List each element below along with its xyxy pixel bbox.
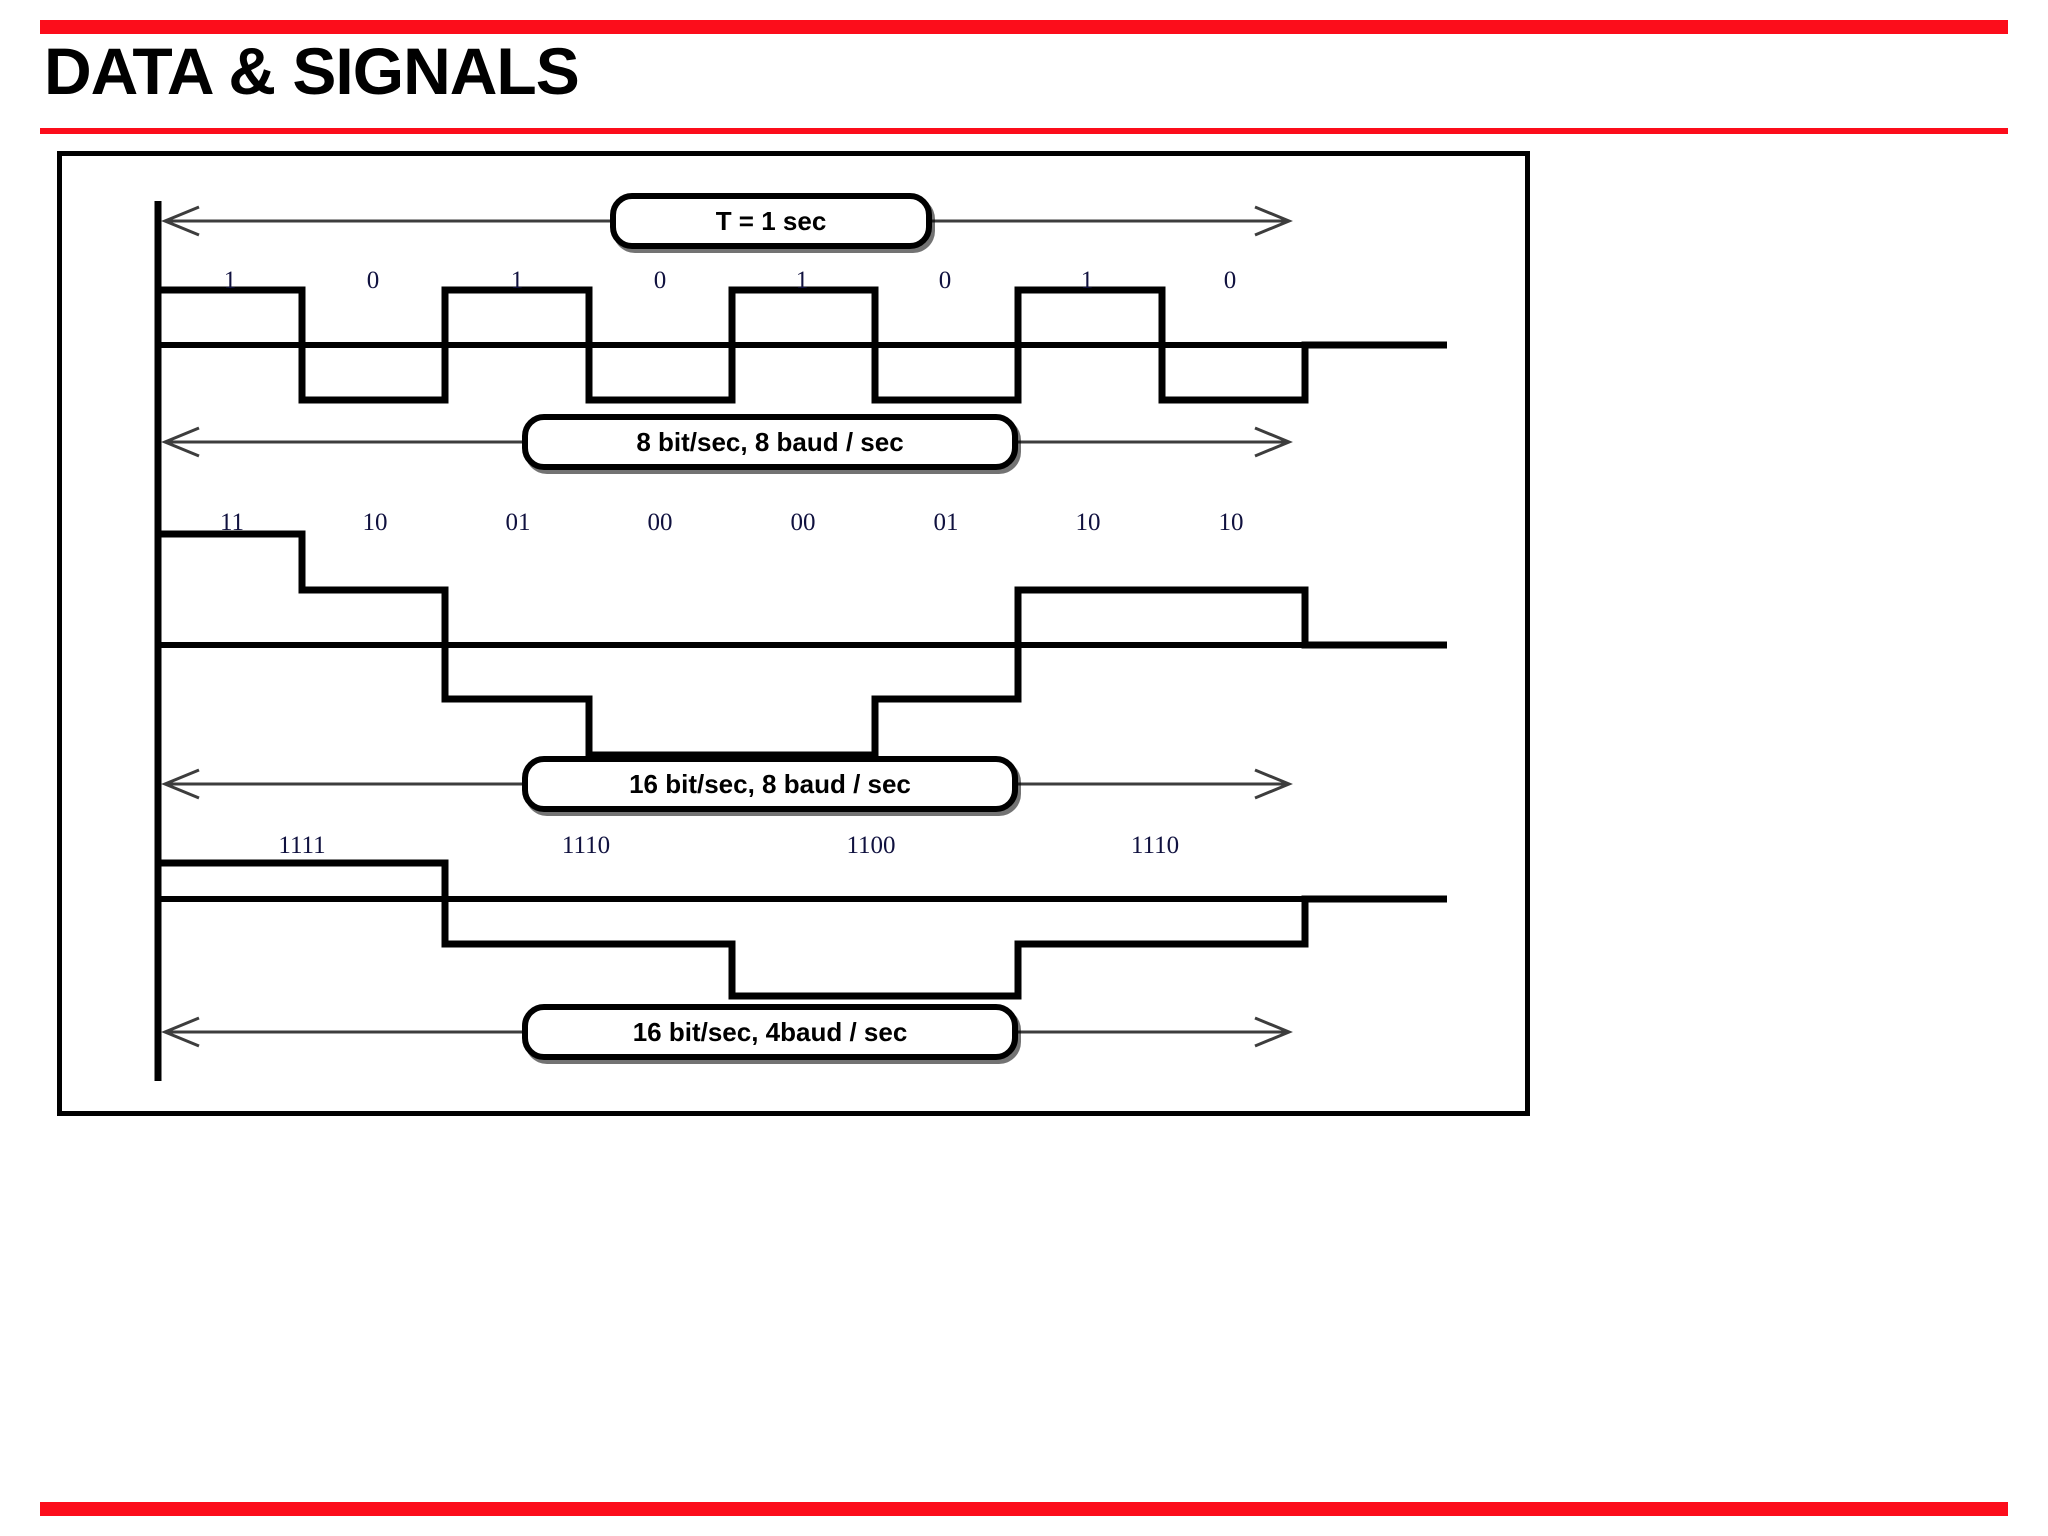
- title-underline-rule: [40, 128, 2008, 134]
- top-accent-rule: [40, 20, 2008, 34]
- callout-rate-16-8: 16 bit/sec, 8 baud / sec: [522, 756, 1018, 812]
- bit-label: 0: [366, 267, 380, 294]
- bit-label: 0: [938, 267, 952, 294]
- bit-label: 00: [647, 509, 673, 536]
- bit-label: 10: [1218, 509, 1244, 536]
- signal-diagram: [154, 201, 1447, 1081]
- waveform-4level: [158, 530, 1447, 759]
- bit-label: 0: [1223, 267, 1237, 294]
- bit-label: 10: [362, 509, 388, 536]
- bit-label: 1: [223, 267, 237, 294]
- bottom-accent-rule: [40, 1502, 2008, 1516]
- page-title: DATA & SIGNALS: [44, 34, 580, 108]
- bit-label: 01: [505, 509, 531, 536]
- callout-period: T = 1 sec: [610, 193, 932, 249]
- bit-label: 1111: [278, 832, 326, 859]
- bit-label: 1110: [1130, 832, 1180, 859]
- bit-label: 11: [219, 509, 245, 536]
- bit-label: 0: [653, 267, 667, 294]
- bit-label: 1110: [561, 832, 611, 859]
- bit-label: 10: [1075, 509, 1101, 536]
- waveform-16bit-4baud: [158, 859, 1447, 1000]
- bit-label: 1: [510, 267, 524, 294]
- waveform-binary: [158, 286, 1447, 404]
- bit-label: 01: [933, 509, 959, 536]
- callout-rate-8-8: 8 bit/sec, 8 baud / sec: [522, 414, 1018, 470]
- bit-label: 00: [790, 509, 816, 536]
- callout-rate-16-4: 16 bit/sec, 4baud / sec: [522, 1004, 1018, 1060]
- bit-label: 1: [795, 267, 809, 294]
- bit-label: 1: [1080, 267, 1094, 294]
- bit-label: 1100: [846, 832, 896, 859]
